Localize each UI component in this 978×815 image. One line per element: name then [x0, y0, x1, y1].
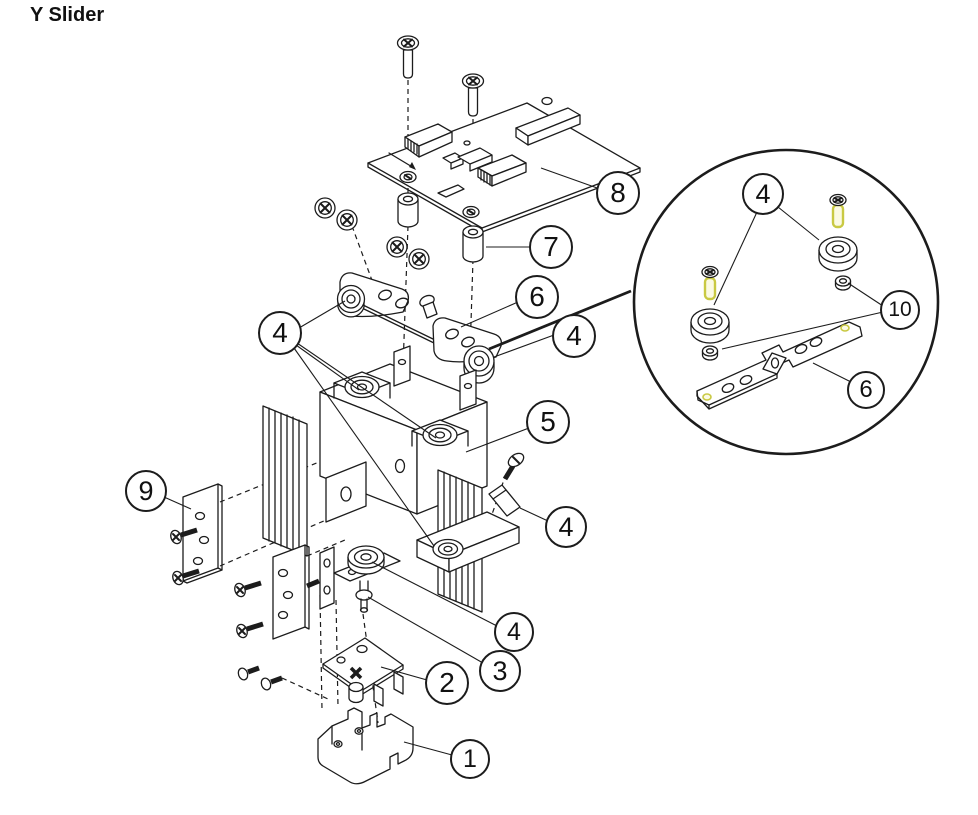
- screw-and-spacer: [488, 452, 525, 517]
- callout-4-main: 4: [545, 506, 587, 548]
- callout-10-detail: 10: [880, 290, 920, 330]
- circuit-board: [367, 96, 641, 233]
- callout-2-main: 2: [425, 661, 469, 705]
- side-plate-upper: [170, 483, 223, 586]
- callout-1-main: 1: [450, 739, 490, 779]
- mounting-screws-top: [396, 35, 485, 117]
- callout-4-main: 4: [258, 311, 302, 355]
- roller-hinge-bracket: [319, 545, 401, 613]
- callout-leader-lines: [163, 167, 884, 756]
- callout-9-main: 9: [125, 470, 167, 512]
- callout-4-main: 4: [552, 314, 596, 358]
- pan-head-screws: [314, 197, 430, 270]
- callout-4-main: 4: [494, 612, 534, 652]
- bottom-bracket: [317, 707, 414, 785]
- callout-6-detail: 6: [847, 371, 885, 409]
- page-title: Y Slider: [30, 4, 105, 26]
- callout-8-main: 8: [596, 171, 640, 215]
- standoff-spacers: [397, 192, 484, 263]
- base-plate: [322, 637, 404, 707]
- callout-3-main: 3: [479, 650, 521, 692]
- callout-6-main: 6: [515, 275, 559, 319]
- roller-bracket: [336, 272, 502, 384]
- side-plate-lower: [234, 544, 320, 691]
- callout-5-main: 5: [526, 400, 570, 444]
- screw-head-mark: [349, 666, 363, 680]
- callout-7-main: 7: [529, 225, 573, 269]
- callout-4-detail: 4: [742, 173, 784, 215]
